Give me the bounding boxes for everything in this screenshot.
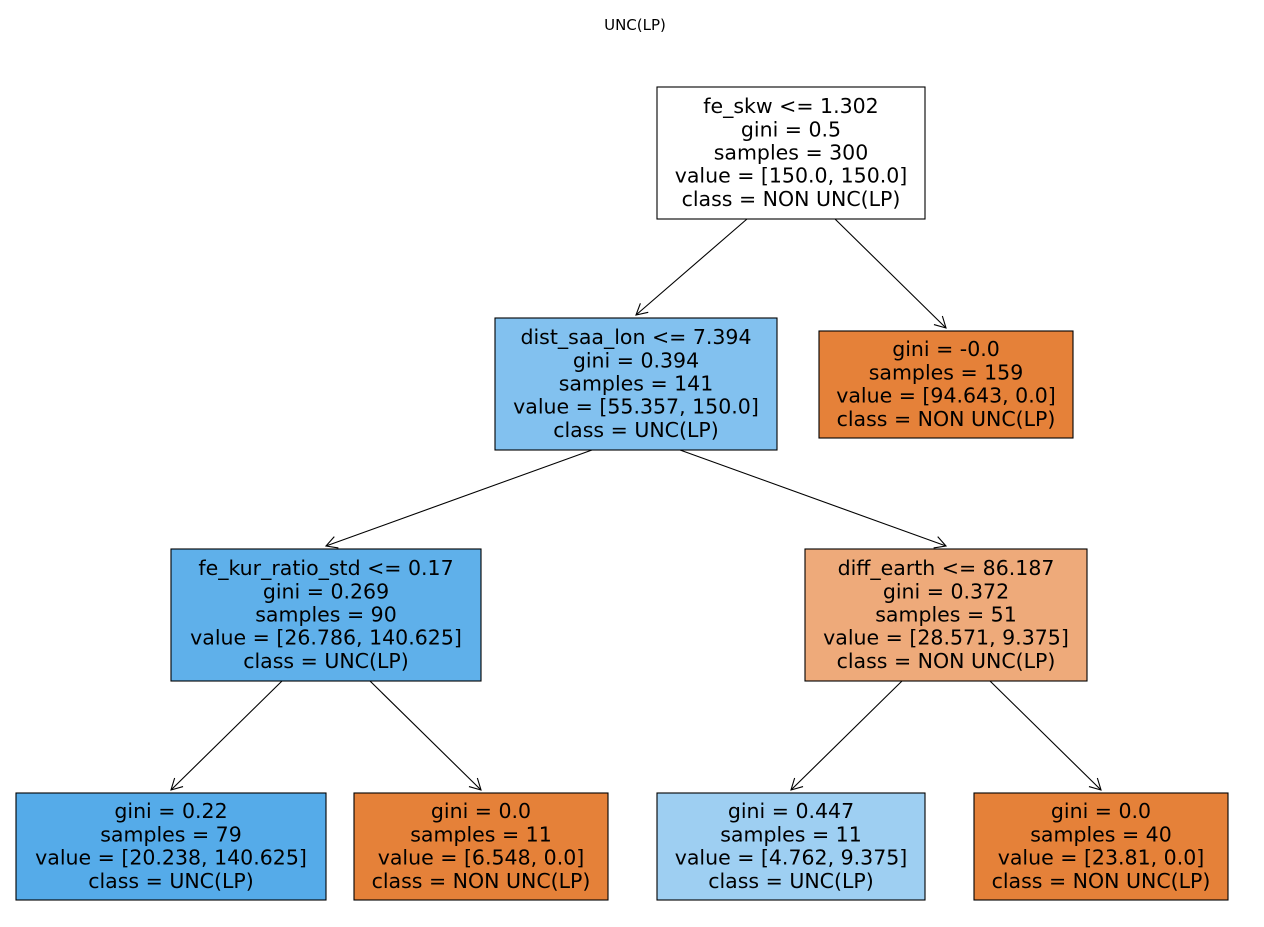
node-box — [170, 548, 482, 682]
node-line: samples = 141 — [559, 371, 714, 395]
node-box — [494, 317, 778, 451]
tree-edge-n3-n6 — [369, 680, 482, 791]
node-line: gini = 0.394 — [573, 348, 699, 372]
node-line: value = [94.643, 0.0] — [836, 384, 1056, 408]
node-line: gini = 0.447 — [728, 799, 854, 823]
node-line: samples = 300 — [714, 140, 869, 164]
node-line: samples = 79 — [100, 822, 242, 846]
node-line: gini = 0.372 — [883, 579, 1009, 603]
node-line: class = UNC(LP) — [553, 418, 719, 442]
node-line: value = [4.762, 9.375] — [675, 846, 908, 870]
node-line: gini = 0.0 — [1051, 799, 1151, 823]
node-line: gini = 0.269 — [263, 579, 389, 603]
node-line: class = UNC(LP) — [88, 869, 254, 893]
node-line: class = NON UNC(LP) — [372, 869, 591, 893]
node-line: value = [23.81, 0.0] — [998, 846, 1205, 870]
node-line: samples = 90 — [255, 602, 397, 626]
node-line: gini = -0.0 — [892, 337, 1000, 361]
node-box — [15, 792, 327, 901]
node-line: samples = 40 — [1030, 822, 1172, 846]
node-line: gini = 0.22 — [114, 799, 227, 823]
node-line: value = [150.0, 150.0] — [675, 164, 908, 188]
node-line: class = NON UNC(LP) — [682, 187, 901, 211]
node-line: samples = 51 — [875, 602, 1017, 626]
node-line: fe_kur_ratio_std <= 0.17 — [198, 556, 453, 581]
node-line: samples = 11 — [720, 822, 862, 846]
node-line: value = [55.357, 150.0] — [513, 395, 759, 419]
tree-edge-n1-n3 — [324, 449, 593, 549]
node-box — [353, 792, 609, 901]
node-line: value = [6.548, 0.0] — [378, 846, 585, 870]
chart-title: UNC(LP) — [604, 16, 666, 34]
node-line: value = [28.571, 9.375] — [823, 626, 1069, 650]
tree-edge-n0-n2 — [834, 218, 947, 329]
node-line: diff_earth <= 86.187 — [838, 556, 1055, 581]
node-line: samples = 159 — [869, 360, 1024, 384]
tree-edge-n0-n1 — [635, 218, 748, 316]
tree-edge-n4-n7 — [790, 680, 903, 791]
tree-edge-n4-n8 — [989, 680, 1102, 791]
node-line: gini = 0.5 — [741, 117, 841, 141]
node-line: class = UNC(LP) — [243, 649, 409, 673]
node-line: dist_saa_lon <= 7.394 — [520, 325, 751, 350]
node-box — [804, 548, 1088, 682]
node-line: class = NON UNC(LP) — [992, 869, 1211, 893]
node-box — [973, 792, 1229, 901]
node-line: value = [26.786, 140.625] — [190, 626, 462, 650]
node-box — [656, 792, 926, 901]
node-line: class = UNC(LP) — [708, 869, 874, 893]
node-line: value = [20.238, 140.625] — [35, 846, 307, 870]
node-line: fe_skw <= 1.302 — [703, 94, 878, 119]
tree-edge-n1-n4 — [679, 449, 948, 549]
node-line: class = NON UNC(LP) — [837, 407, 1056, 431]
tree-edge-n3-n5 — [170, 680, 283, 791]
node-line: samples = 11 — [410, 822, 552, 846]
node-box — [818, 330, 1074, 439]
node-box — [656, 86, 926, 220]
node-line: class = NON UNC(LP) — [837, 649, 1056, 673]
node-line: gini = 0.0 — [431, 799, 531, 823]
edges-layer — [170, 218, 1102, 791]
